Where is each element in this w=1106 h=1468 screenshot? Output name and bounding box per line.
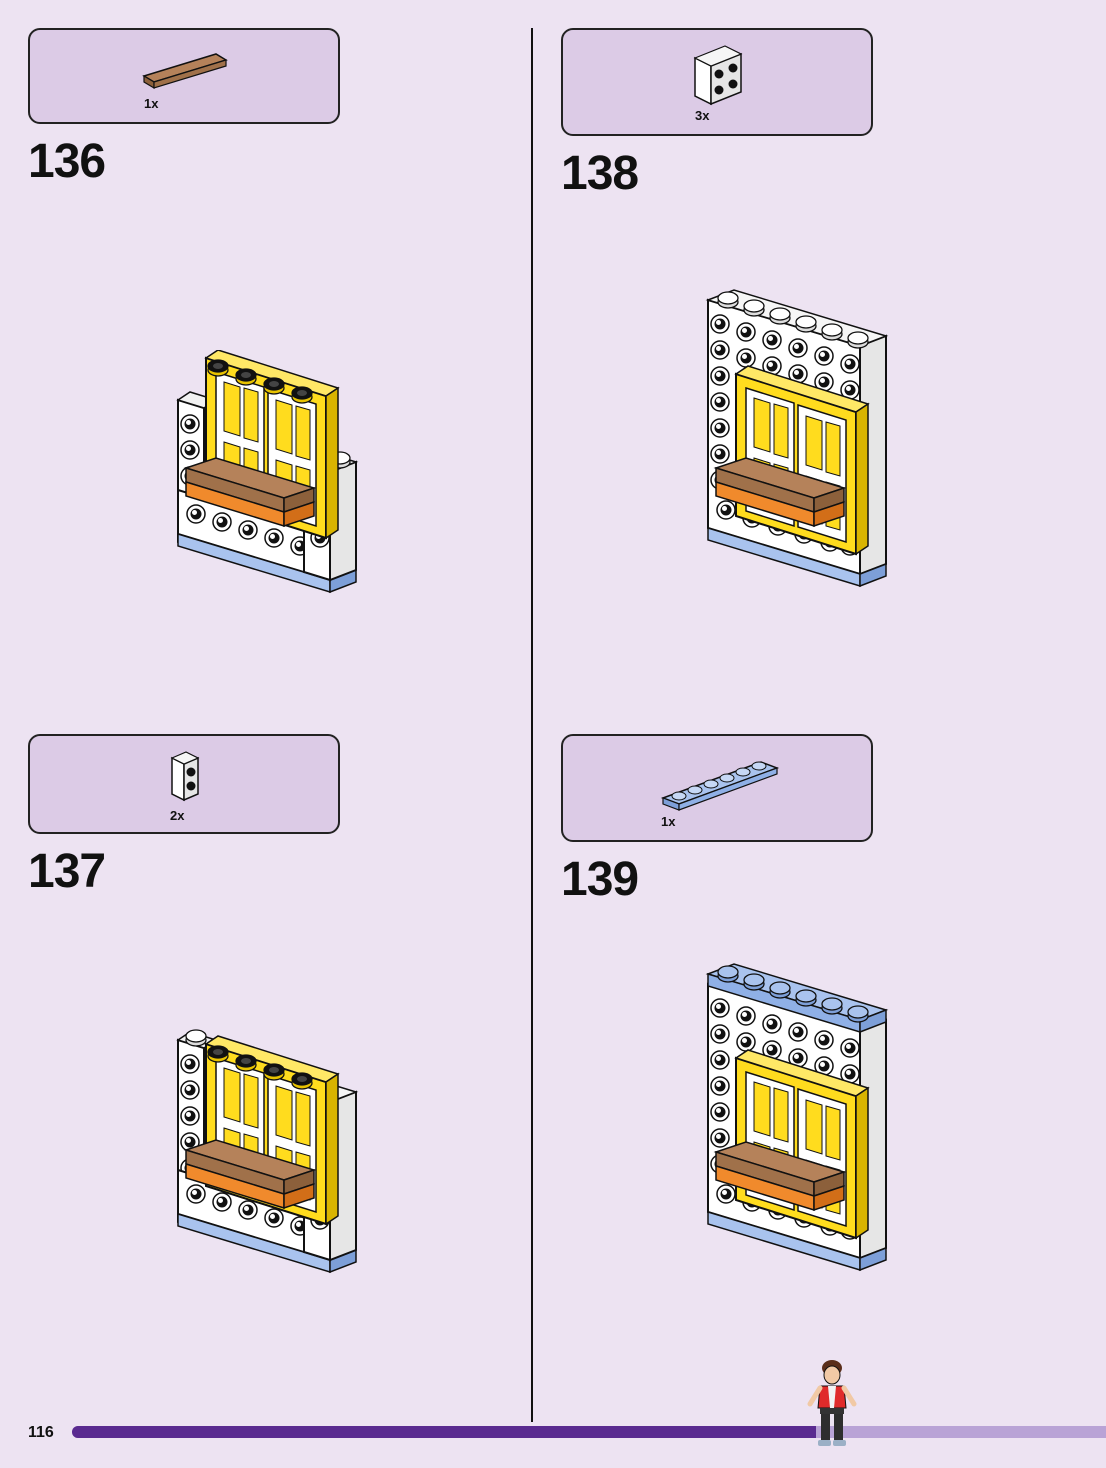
part-quantity: 3x (695, 108, 710, 123)
parts-callout-step-136: 1x (28, 28, 340, 124)
step-136-model (176, 350, 359, 594)
column-divider (531, 28, 533, 1422)
step-137-model (176, 1029, 359, 1274)
parts-callout-step-137: 2x (28, 734, 340, 834)
step-138-model (705, 289, 889, 588)
build-progress-bar (72, 1426, 1106, 1438)
white-brick-1x1-side-studs-icon (170, 751, 200, 802)
part-quantity: 1x (144, 96, 159, 111)
step-number: 138 (561, 147, 639, 200)
parts-callout-step-138: 3x (561, 28, 873, 136)
build-progress-fill (72, 1426, 817, 1438)
white-brick-2x2-side-studs-icon (693, 45, 743, 106)
step-number: 136 (28, 135, 106, 188)
brown-tile-1x4-icon (142, 53, 228, 90)
step-number: 139 (561, 853, 639, 906)
parts-callout-step-139: 1x (561, 734, 873, 842)
step-139-model (705, 963, 889, 1272)
minifigure-boy-icon (807, 1360, 857, 1446)
blue-plate-1x6-icon (660, 761, 780, 811)
part-quantity: 2x (170, 808, 185, 823)
step-number: 137 (28, 845, 106, 898)
part-quantity: 1x (661, 814, 676, 829)
page-number: 116 (28, 1424, 54, 1441)
